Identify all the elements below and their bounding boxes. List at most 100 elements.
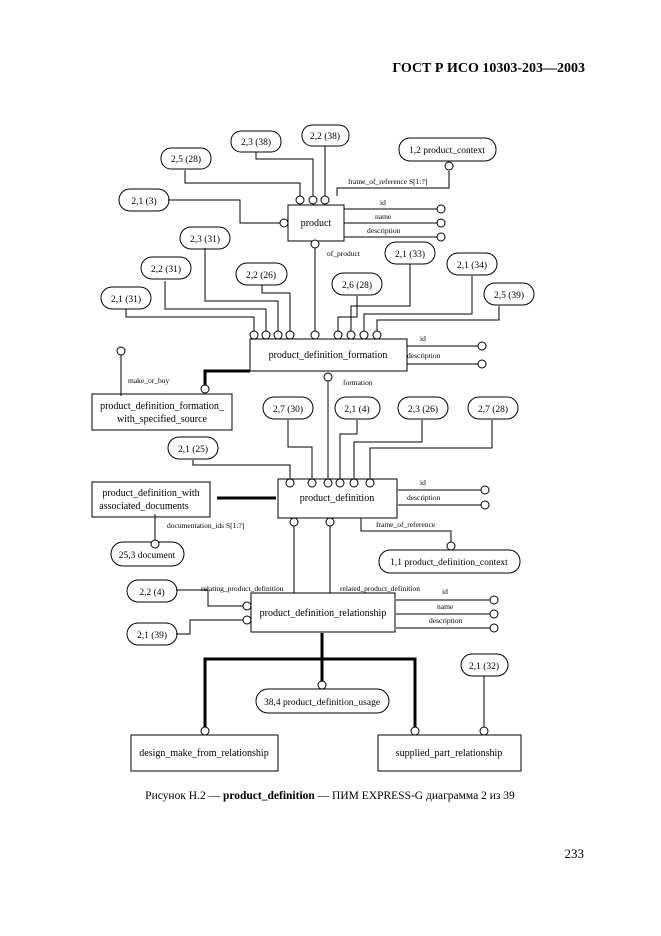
circle-product-description	[436, 232, 446, 242]
entity-pdwad-label-1: product_definition_with	[102, 488, 199, 499]
link-product-context	[336, 171, 450, 196]
reference-ovals	[100, 124, 535, 714]
circle-pd-in-6	[365, 478, 375, 488]
entity-pdwad-label-2: associated_documents	[99, 501, 189, 512]
caption-bold: product_definition	[222, 790, 315, 802]
label-pdr-description: description	[429, 616, 463, 625]
link-2-2-4-to-pdr	[176, 589, 244, 607]
ref-2-5-28-label: 2,5 (28)	[171, 154, 201, 165]
ref-2-5-39-label: 2,5 (39)	[494, 290, 524, 301]
ref-2-1-32	[460, 653, 509, 677]
entity-pdr-label: product_definition_relationship	[260, 608, 387, 619]
subtype-trunk	[203, 633, 324, 728]
subtype-to-spr	[322, 657, 417, 728]
ref-2-3-31-label: 2,3 (31)	[190, 234, 220, 245]
page-number: 233	[564, 846, 585, 861]
ref-25-3-doc	[110, 541, 185, 567]
end-circles	[116, 161, 499, 736]
circle-documentation-ids	[150, 539, 160, 549]
caption-prefix: Рисунок Н.2 —	[145, 790, 223, 802]
document-header: ГОСТ Р ИСО 10303-203—2003	[392, 61, 585, 76]
link-2-3-26-to-pd	[353, 420, 423, 479]
link-pd-frame-of-reference	[360, 518, 452, 544]
circle-pdf-in-5	[310, 330, 320, 340]
circle-pdr-description	[489, 623, 499, 633]
link-2-1-4-to-pd	[339, 420, 358, 479]
circle-pdf-in-7	[346, 330, 356, 340]
ref-2-5-39	[483, 282, 535, 306]
entity-pdr	[250, 592, 396, 633]
relationship-lines	[120, 146, 500, 730]
ref-2-1-33-label: 2,1 (33)	[395, 249, 425, 260]
entity-dmfr-label: design_make_from_relationship	[139, 748, 268, 759]
label-pdr-name: name	[437, 602, 454, 611]
ref-1-2-pc-label: 1,2 product_context	[409, 146, 485, 156]
link-2-1-25-to-pd	[192, 460, 291, 479]
label-pd-id: id	[420, 478, 426, 487]
circle-pdf-in-2	[261, 330, 271, 340]
label-of-product: of_product	[327, 249, 361, 258]
ref-2-6-28-label: 2,6 (28)	[342, 280, 372, 291]
link-2-5-39-to-pdf	[376, 306, 500, 331]
ref-2-1-39-label: 2,1 (39)	[137, 630, 167, 641]
link-2-1-31-to-pdf	[125, 309, 255, 331]
entity-pdfwss-label-2: with_specified_source	[117, 414, 208, 425]
ref-2-3-38	[230, 130, 282, 153]
circle-spr-ref	[479, 726, 489, 736]
ref-2-3-26-label: 2,3 (26)	[408, 404, 438, 415]
ref-2-2-31-label: 2,2 (31)	[151, 264, 181, 275]
ref-2-7-28	[467, 396, 519, 420]
circle-pdu	[317, 680, 327, 690]
link-2-1-39-to-pdr	[176, 619, 244, 635]
ref-2-2-38-label: 2,2 (38)	[310, 131, 340, 142]
ref-2-2-4-label: 2,2 (4)	[139, 587, 164, 598]
entity-spr-label: supplied_part_relationship	[396, 748, 503, 759]
link-2-1-34-to-pdf	[363, 276, 473, 331]
ref-2-7-28-label: 2,7 (28)	[478, 404, 508, 415]
ref-1-2-pc	[398, 137, 497, 162]
circle-pdf-in-8	[359, 330, 369, 340]
label-product-name: name	[375, 212, 392, 221]
ref-2-2-31	[140, 256, 192, 280]
subtype-lines	[203, 369, 417, 728]
label-product-description: description	[367, 226, 401, 235]
label-make-or-buy: make_or_buy	[128, 376, 169, 385]
link-2-3-31-to-pdf	[204, 248, 279, 331]
reference-labels: 2,3 (38) 2,2 (38) 2,5 (28) 1,2 product_c…	[111, 131, 524, 708]
entity-spr	[377, 734, 522, 772]
label-related-pd: related_product_definition	[340, 584, 420, 593]
ref-2-6-28	[331, 272, 383, 296]
ref-2-1-3-label: 2,1 (3)	[131, 196, 156, 207]
circle-spr-sub	[410, 726, 420, 736]
ref-2-1-39	[126, 622, 178, 646]
label-pdf-id: id	[420, 334, 426, 343]
ref-2-2-38	[301, 124, 350, 147]
ref-2-3-26	[397, 396, 449, 420]
ref-25-3-doc-label: 25,3 document	[119, 551, 176, 561]
ref-2-2-26-label: 2,2 (26)	[246, 270, 276, 281]
entity-pd	[277, 478, 398, 519]
ref-2-1-34-label: 2,1 (34)	[457, 260, 487, 271]
label-pdr-id: id	[442, 587, 448, 596]
ref-1-1-pdc-label: 1,1 product_definition_context	[390, 557, 508, 568]
link-2-7-30-to-pd	[287, 420, 313, 479]
circle-pdf-in-1	[249, 330, 259, 340]
ref-2-3-38-label: 2,3 (38)	[241, 137, 271, 148]
entity-pdf	[249, 338, 408, 372]
circle-product-context	[444, 161, 454, 171]
circle-formation	[323, 372, 333, 382]
ref-2-1-25-label: 2,1 (25)	[178, 444, 208, 455]
ref-2-1-31-label: 2,1 (31)	[111, 294, 141, 305]
entity-pdfwss-label-1: product_definition_formation_	[100, 401, 225, 412]
ref-2-1-4	[334, 396, 381, 420]
ref-38-4-pdu-label: 38,4 product_definition_usage	[264, 697, 380, 708]
circle-pdr-name	[489, 609, 499, 619]
link-2-5-28-to-product	[184, 170, 301, 196]
link-2-6-28-to-pdf	[337, 296, 358, 331]
circle-make-or-buy	[116, 346, 126, 356]
label-formation: formation	[343, 378, 373, 387]
circle-pdr-id	[489, 595, 499, 605]
circle-product-in-2	[308, 195, 318, 205]
link-2-2-26-to-pdf	[261, 285, 291, 331]
circle-pd-in-5	[349, 478, 359, 488]
